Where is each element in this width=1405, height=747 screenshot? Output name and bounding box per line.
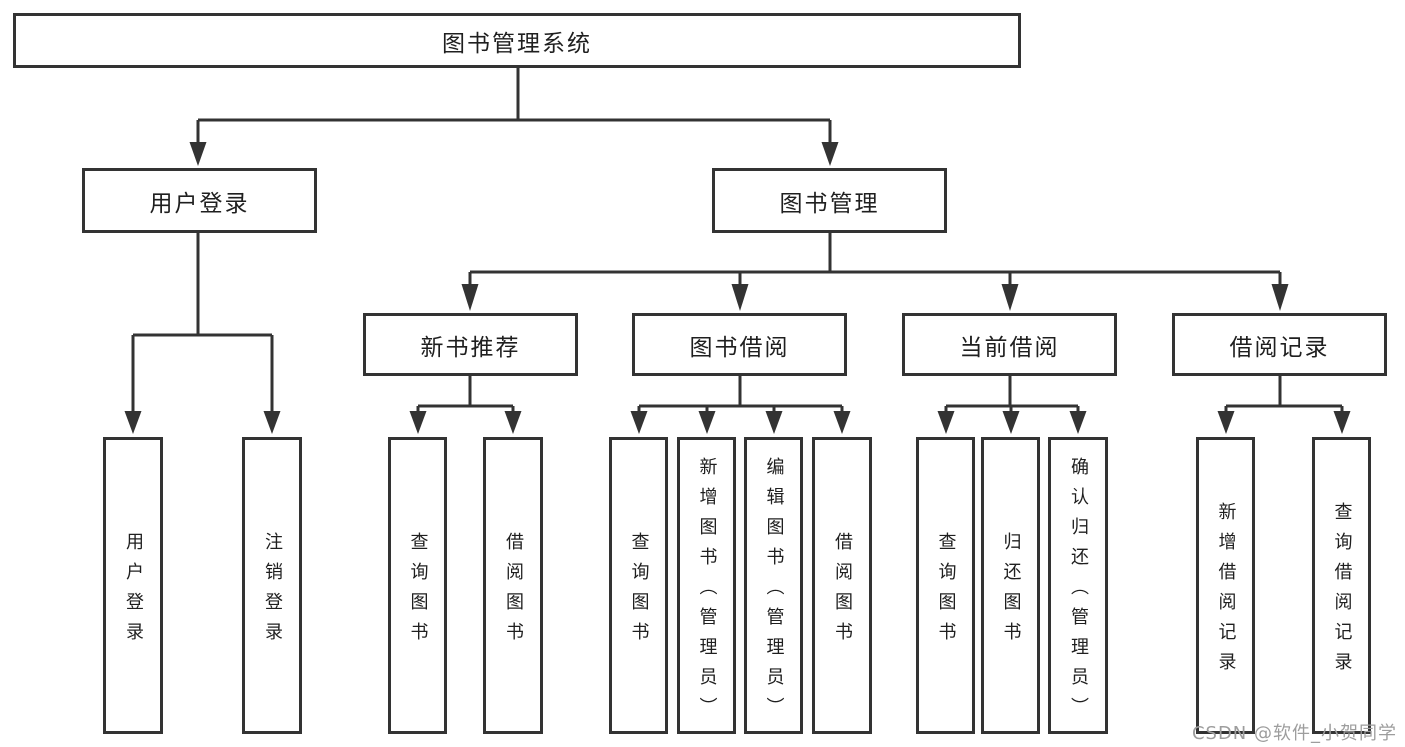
- leaf-label: 新增图书（管理员）: [696, 456, 718, 727]
- leaf-label: 借阅图书: [503, 531, 524, 652]
- arrowhead: [461, 284, 479, 311]
- watermark: CSDN @软件_小贺同学: [1191, 723, 1397, 744]
- leaf-newbook-borrow-books: 借阅图书: [483, 437, 543, 734]
- arrowhead: [1333, 411, 1351, 434]
- arrowhead: [1001, 284, 1019, 311]
- leaf-label: 注销登录: [262, 531, 283, 652]
- node-current-borrowing: 当前借阅: [902, 313, 1117, 376]
- leaf-label: 确认归还（管理员）: [1068, 456, 1089, 727]
- arrowhead: [409, 411, 427, 434]
- arrowhead: [821, 142, 839, 166]
- leaf-borrow-query-books: 查询图书: [609, 437, 668, 734]
- arrowhead: [698, 411, 716, 434]
- node-book-management: 图书管理: [712, 168, 947, 233]
- leaf-borrow-edit-books-admin: 编辑图书（管理员）: [744, 437, 803, 734]
- leaf-current-confirm-return-admin: 确认归还（管理员）: [1048, 437, 1108, 734]
- leaf-label: 用户登录: [123, 531, 144, 652]
- leaf-current-return-books: 归还图书: [981, 437, 1040, 734]
- leaf-label: 查询图书: [628, 531, 650, 652]
- connector-path: [131, 68, 1344, 413]
- leaf-user-login: 用户登录: [103, 437, 163, 734]
- leaf-current-query-books: 查询图书: [916, 437, 975, 734]
- leaf-newbook-query-books: 查询图书: [388, 437, 447, 734]
- node-user-login: 用户登录: [82, 168, 317, 233]
- arrowhead: [1069, 411, 1087, 434]
- leaf-label: 借阅图书: [832, 531, 853, 652]
- arrowhead: [263, 411, 281, 434]
- leaf-label: 查询图书: [407, 531, 429, 652]
- leaf-label: 查询图书: [935, 531, 957, 652]
- arrowhead-group: [124, 142, 1351, 434]
- leaf-label: 新增借阅记录: [1215, 501, 1237, 682]
- node-book-borrowing: 图书借阅: [632, 313, 847, 376]
- arrowhead: [765, 411, 783, 434]
- node-new-book-recommend: 新书推荐: [363, 313, 578, 376]
- arrowhead: [731, 284, 749, 311]
- arrowhead: [124, 411, 142, 434]
- leaf-records-add-record: 新增借阅记录: [1196, 437, 1255, 734]
- arrowhead: [833, 411, 851, 434]
- arrowhead: [504, 411, 522, 434]
- arrowhead: [1217, 411, 1235, 434]
- node-library-system: 图书管理系统: [13, 13, 1021, 68]
- arrowhead: [630, 411, 648, 434]
- leaf-logout: 注销登录: [242, 437, 302, 734]
- leaf-label: 归还图书: [1000, 531, 1022, 652]
- arrowhead: [189, 142, 207, 166]
- arrowhead: [937, 411, 955, 434]
- leaf-label: 编辑图书（管理员）: [763, 456, 785, 727]
- leaf-records-query-record: 查询借阅记录: [1312, 437, 1371, 734]
- leaf-borrow-add-books-admin: 新增图书（管理员）: [677, 437, 736, 734]
- node-borrowing-records: 借阅记录: [1172, 313, 1387, 376]
- leaf-borrow-borrow-books: 借阅图书: [812, 437, 872, 734]
- arrowhead: [1002, 411, 1020, 434]
- arrowhead: [1271, 284, 1289, 311]
- leaf-label: 查询借阅记录: [1331, 501, 1353, 682]
